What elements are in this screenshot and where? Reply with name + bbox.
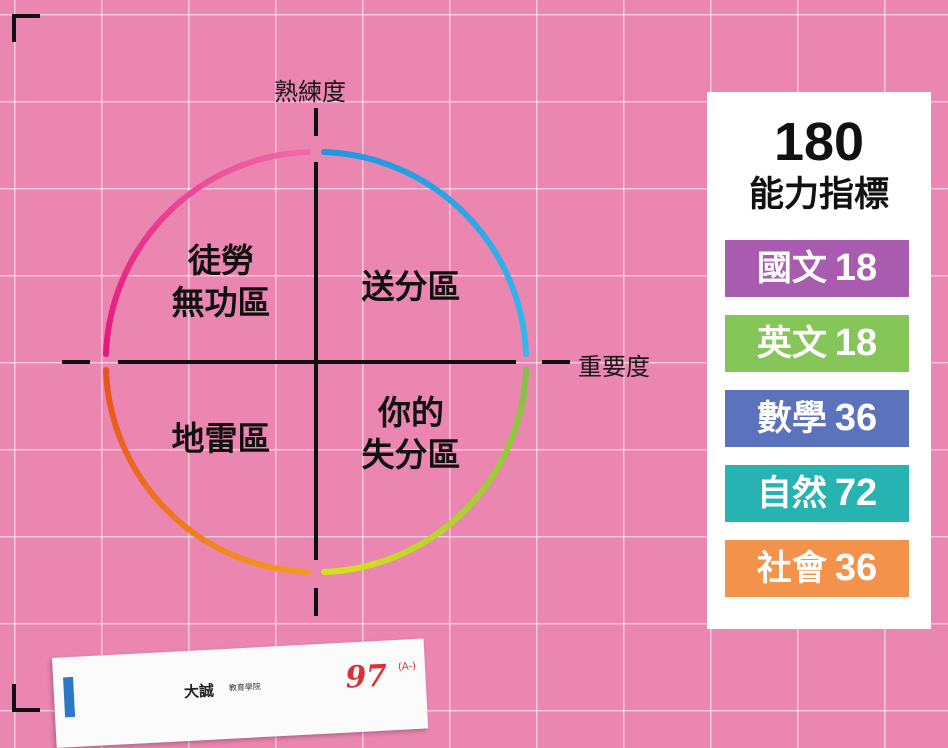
quadrant-line: 地雷區 bbox=[171, 419, 271, 458]
quadrant-diagram bbox=[62, 108, 570, 616]
exam-paper-image: 大誠 教育學院 97 (A-) bbox=[52, 638, 429, 748]
y-axis-label: 熟練度 bbox=[274, 78, 346, 106]
arc-bottom-right bbox=[321, 367, 529, 575]
subject-name: 國文 bbox=[756, 249, 827, 289]
quadrant-line: 徒勞 bbox=[188, 241, 254, 280]
corner-mark-top-left bbox=[12, 14, 40, 42]
subject-count: 18 bbox=[834, 322, 878, 364]
paper-score-note: (A-) bbox=[397, 660, 417, 673]
subject-name: 數學 bbox=[756, 399, 827, 439]
quadrant-line: 你的 bbox=[378, 393, 444, 432]
subject-count: 36 bbox=[834, 397, 878, 439]
quadrant-label-top-right: 送分區 bbox=[326, 266, 496, 308]
quadrant-line: 無功區 bbox=[171, 283, 271, 322]
x-axis-label: 重要度 bbox=[578, 353, 650, 381]
indicator-total: 180 bbox=[773, 112, 865, 172]
arc-bottom-left bbox=[103, 367, 311, 575]
quadrant-label-bottom-left: 地雷區 bbox=[136, 418, 306, 460]
indicator-title: 能力指標 bbox=[748, 175, 889, 215]
subject-name: 社會 bbox=[756, 549, 827, 589]
subject-name: 英文 bbox=[756, 324, 827, 364]
quadrant-line: 送分區 bbox=[361, 267, 461, 306]
quadrant-label-top-left: 徒勞 無功區 bbox=[136, 240, 306, 324]
subject-count: 18 bbox=[834, 247, 878, 289]
quadrant-line: 失分區 bbox=[361, 435, 461, 474]
subject-count: 72 bbox=[834, 472, 878, 514]
subject-count: 36 bbox=[834, 547, 878, 589]
quadrant-label-bottom-right: 你的 失分區 bbox=[326, 392, 496, 476]
paper-brand-logo: 大誠 bbox=[183, 681, 215, 702]
subject-name: 自然 bbox=[756, 474, 827, 514]
paper-blue-strip bbox=[63, 676, 76, 718]
arc-top-right bbox=[321, 149, 529, 357]
paper-score: 97 bbox=[344, 658, 389, 696]
paper-brand-sub: 教育學院 bbox=[228, 682, 262, 693]
arc-top-left bbox=[103, 149, 311, 357]
